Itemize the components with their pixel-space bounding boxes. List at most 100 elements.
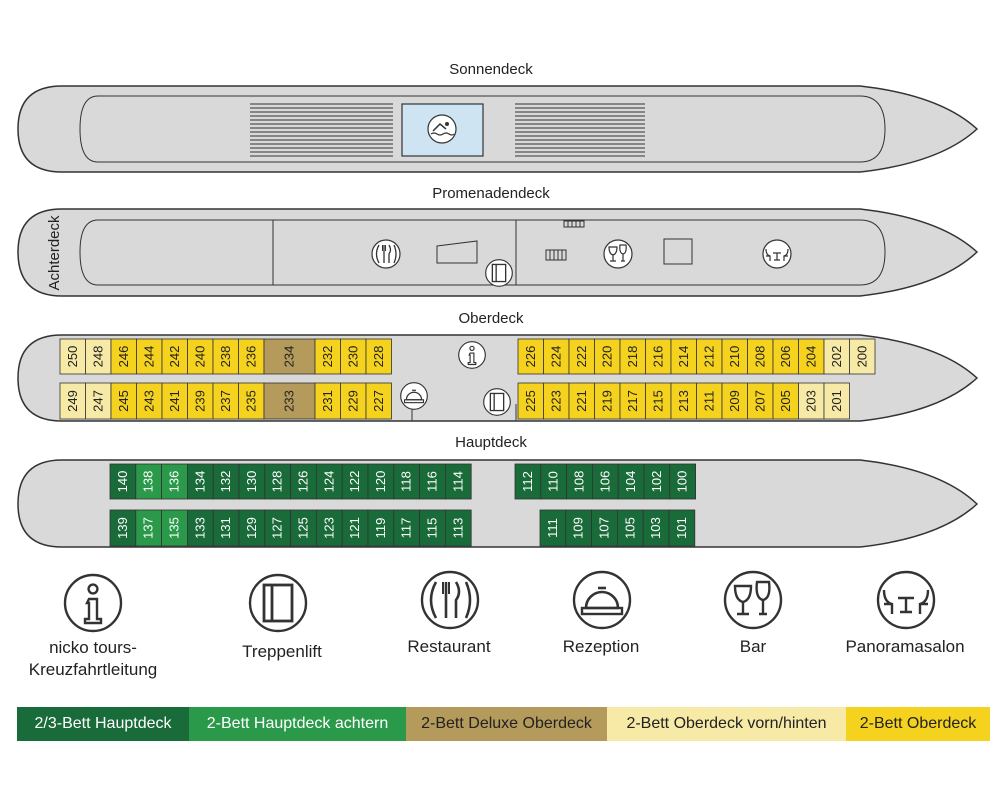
cabin-111 [539, 509, 567, 547]
cabin-215 [645, 382, 672, 420]
category-2-bed-deluxe-upper-deck: 2-Bett Deluxe Oberdeck [406, 707, 607, 741]
cabin-number: 207 [752, 390, 767, 412]
cabin-133 [186, 509, 214, 547]
cabin-110 [540, 463, 567, 500]
legend-panorama-icon [876, 570, 936, 630]
cabin-number: 238 [218, 346, 233, 368]
cabin-number: 249 [65, 390, 80, 412]
cabin-203 [798, 382, 825, 420]
cabin-number: 213 [676, 390, 691, 412]
cabin-136 [161, 463, 188, 500]
cabin-number: 116 [425, 471, 440, 492]
cabin-101 [668, 509, 696, 547]
cabin-number: 228 [371, 346, 386, 368]
cabin-232 [314, 338, 341, 375]
cabin-226 [517, 338, 544, 375]
cabin-number: 233 [282, 390, 297, 412]
cabin-123 [315, 509, 343, 547]
cabin-207 [747, 382, 774, 420]
reception-icon [400, 382, 428, 410]
category-2-bed-upper-deck-fore-aft: 2-Bett Oberdeck vorn/hinten [607, 707, 846, 741]
cabin-235 [238, 382, 265, 420]
cabin-number: 123 [321, 517, 336, 539]
cabin-number: 138 [141, 471, 156, 493]
cabin-233 [263, 382, 316, 420]
deck-title-promenadendeck: Promenadendeck [432, 185, 550, 202]
cabin-number: 127 [270, 517, 285, 539]
cabin-number: 101 [674, 517, 689, 539]
cabin-number: 134 [192, 471, 207, 493]
cabin-number: 113 [450, 518, 465, 539]
cabin-222 [568, 338, 595, 375]
cabin-115 [419, 509, 446, 547]
cabin-243 [136, 382, 163, 420]
cabin-138 [135, 463, 163, 500]
cabin-103 [642, 509, 670, 547]
panorama-lounge-icon [762, 239, 792, 269]
cabin-number: 223 [548, 390, 563, 412]
cabin-113 [444, 509, 472, 547]
cabin-number: 215 [650, 390, 665, 412]
cabin-238 [212, 338, 239, 375]
legend-label-bar: Bar [739, 637, 767, 656]
cabin-number: 120 [373, 471, 388, 493]
cabin-number: 103 [648, 517, 663, 539]
cabin-105 [617, 509, 644, 547]
cabin-number: 248 [90, 346, 105, 368]
cabin-228 [365, 338, 392, 375]
cabin-201 [823, 382, 850, 420]
cabin-250 [59, 338, 86, 375]
cabin-102 [643, 463, 671, 500]
achterdeck-label: Achterdeck [46, 215, 63, 291]
cabin-number: 203 [803, 390, 818, 412]
cabin-number: 107 [597, 517, 612, 539]
cabin-number: 112 [520, 471, 535, 492]
cabin-number: 235 [243, 390, 258, 412]
cabin-139 [109, 509, 137, 547]
cabin-100 [669, 463, 696, 500]
cabin-number: 133 [192, 517, 207, 539]
cabin-118 [393, 463, 420, 500]
cabin-number: 216 [650, 346, 665, 368]
cabin-239 [187, 382, 214, 420]
cabin-number: 124 [321, 471, 336, 493]
cabin-117 [393, 509, 420, 547]
cabin-number: 230 [345, 346, 360, 368]
cabin-number: 128 [270, 471, 285, 493]
cabin-number: 225 [523, 390, 538, 412]
cabin-104 [617, 463, 645, 500]
cabin-221 [568, 382, 595, 420]
cabin-135 [161, 509, 188, 547]
swimming-icon [427, 114, 457, 144]
cabin-number: 242 [167, 346, 182, 368]
cabin-number: 135 [167, 517, 182, 539]
cabin-125 [290, 509, 317, 547]
cabin-number: 220 [599, 346, 614, 368]
cabin-number: 137 [141, 517, 156, 539]
cabin-number: 204 [803, 346, 818, 368]
cabin-210 [721, 338, 748, 375]
cabin-number: 109 [571, 517, 586, 539]
cabin-number: 118 [399, 471, 414, 492]
cabin-number: 219 [599, 390, 614, 412]
cabin-240 [187, 338, 214, 375]
cabin-106 [592, 463, 619, 500]
cabin-number: 247 [90, 390, 105, 412]
cabin-number: 122 [347, 471, 362, 493]
cabin-number: 226 [523, 346, 538, 368]
legend-label-restaurant: Restaurant [407, 637, 491, 656]
cabin-number: 227 [371, 390, 386, 412]
cabin-number: 246 [116, 346, 131, 368]
deck-title-sonnendeck: Sonnendeck [449, 61, 533, 78]
category-2-3-bed-main-deck: 2/3-Bett Hauptdeck [17, 707, 189, 741]
cabin-212 [696, 338, 723, 375]
cabin-number: 234 [282, 346, 297, 368]
cabin-number: 121 [347, 517, 362, 539]
cabin-number: 222 [574, 346, 589, 368]
cabin-132 [212, 463, 240, 500]
cabin-number: 205 [778, 390, 793, 412]
cabin-230 [340, 338, 367, 375]
legend-label-info: nicko tours- Kreuzfahrtleitung [28, 638, 158, 679]
